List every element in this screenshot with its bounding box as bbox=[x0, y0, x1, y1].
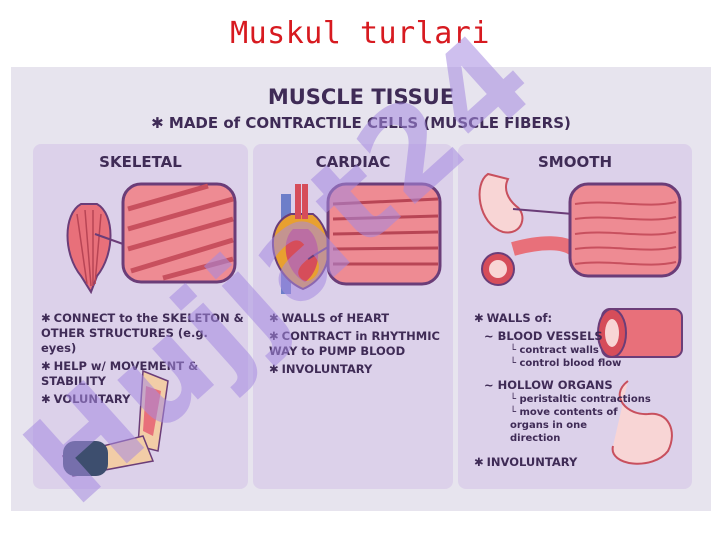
slide-title: Muskul turlari bbox=[230, 16, 490, 51]
smooth-bullet: ✱INVOLUNTARY bbox=[474, 455, 578, 469]
smooth-subsub-item: └ contract walls bbox=[510, 345, 599, 356]
smooth-sub-item: ~ HOLLOW ORGANS bbox=[484, 378, 613, 392]
smooth-bullet-list: ✱WALLS of: ~ BLOOD VESSELS └ contract wa… bbox=[474, 311, 684, 473]
stomach-illustration bbox=[611, 380, 673, 465]
smooth-muscle-illustration bbox=[478, 172, 682, 286]
panel-title-skeletal: SKELETAL bbox=[99, 153, 182, 171]
smooth-subsub-item: └ peristaltic contractions bbox=[510, 394, 651, 405]
panel-title-smooth: SMOOTH bbox=[537, 153, 613, 171]
smooth-bullet: ✱WALLS of: bbox=[474, 311, 553, 325]
cardiac-bullet: ✱WALLS of HEART bbox=[269, 311, 390, 325]
cardiac-bullet: ✱INVOLUNTARY bbox=[269, 362, 373, 376]
flexed-arm-illustration bbox=[61, 369, 169, 477]
panel-cardiac: CARDIAC ✱WALLS of HEART ✱CONTRACT in RHY… bbox=[253, 144, 453, 489]
skeletal-bullet: ✱HELP w/ MOVEMENT & STABILITY bbox=[41, 359, 199, 388]
smooth-subsub-item: └ control blood flow bbox=[510, 358, 622, 369]
poster-title: MUSCLE TISSUE bbox=[267, 85, 455, 109]
cardiac-bullet: ✱CONTRACT in RHYTHMIC WAY to PUMP BLOOD bbox=[269, 329, 440, 358]
skeletal-bullet: ✱CONNECT to the SKELETON & OTHER STRUCTU… bbox=[41, 311, 244, 355]
skeletal-muscle-illustration bbox=[66, 182, 237, 294]
smooth-sub-item: ~ BLOOD VESSELS bbox=[484, 329, 603, 343]
blood-vessel-illustration bbox=[597, 308, 683, 358]
cardiac-bullet-list: ✱WALLS of HEART ✱CONTRACT in RHYTHMIC WA… bbox=[269, 311, 449, 380]
skeletal-bullet: ✱VOLUNTARY bbox=[41, 392, 131, 406]
poster-subtitle: ✱ MADE of CONTRACTILE CELLS (MUSCLE FIBE… bbox=[151, 114, 571, 132]
panel-title-cardiac: CARDIAC bbox=[315, 153, 391, 171]
skeletal-bullet-list: ✱CONNECT to the SKELETON & OTHER STRUCTU… bbox=[41, 311, 246, 410]
panel-skeletal: SKELETAL ✱CONNECT to the SKELETON & OTHE… bbox=[33, 144, 248, 489]
poster: MUSCLE TISSUE ✱ MADE of CONTRACTILE CELL… bbox=[11, 67, 711, 511]
panel-smooth: SMOOTH ✱WALLS of: ~ BLOO bbox=[458, 144, 692, 489]
smooth-subsub-item: └ move contents of organs in one directi… bbox=[510, 407, 618, 444]
cardiac-muscle-illustration bbox=[271, 182, 442, 294]
